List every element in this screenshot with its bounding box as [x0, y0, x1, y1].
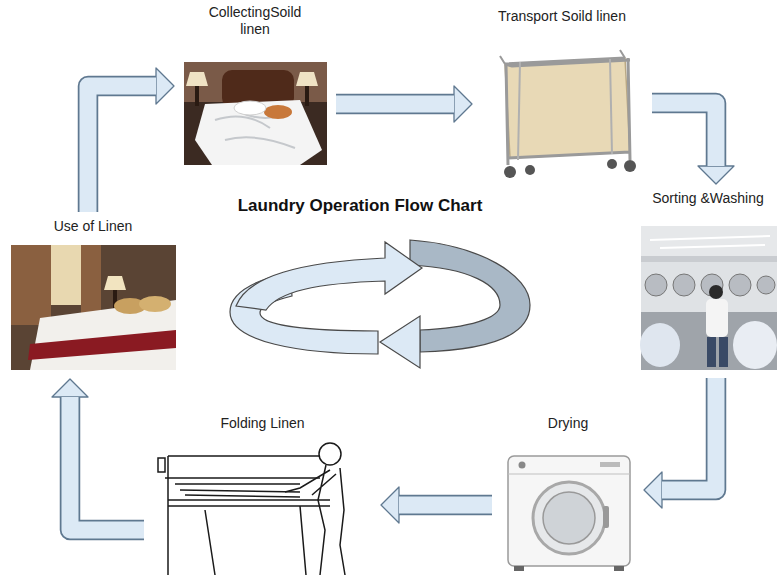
step-label: Use of Linen: [13, 218, 173, 235]
chart-title: Laundry Operation Flow Chart: [190, 195, 530, 216]
process-step: Drying: [498, 415, 638, 573]
arrow-body: [70, 397, 144, 530]
cycle-band: [410, 240, 530, 352]
arrow-body: [336, 96, 454, 113]
process-step: CollectingSoild linen: [180, 4, 330, 166]
arrow-outline: [70, 397, 144, 530]
step-label: Transport Soild linen: [482, 8, 642, 25]
arrow-body: [88, 86, 156, 212]
step-label: Drying: [503, 415, 633, 432]
block-arrow: [88, 68, 174, 212]
block-arrow: [652, 103, 734, 184]
arrow-body: [662, 378, 716, 490]
bed-picture: [184, 62, 327, 165]
arrow-outline: [399, 495, 492, 516]
cycle-head: [236, 242, 422, 310]
process-step: Sorting &Washing: [634, 190, 781, 372]
process-step: Folding Linen: [150, 415, 375, 577]
process-step: Transport Soild linen: [478, 8, 646, 183]
laundry-room-picture: [640, 226, 777, 370]
folding-picture: [158, 443, 345, 575]
arrow-head: [698, 166, 734, 184]
step-label: Sorting &Washing: [638, 190, 778, 207]
arrow-outline: [88, 86, 156, 212]
arrow-head: [381, 487, 399, 523]
block-arrow: [381, 487, 492, 523]
arrow-head: [156, 68, 174, 104]
step-label: Folding Linen: [163, 415, 363, 432]
arrow-outline: [336, 94, 454, 115]
step-label: CollectingSoild linen: [198, 4, 313, 38]
arrow-head: [454, 86, 472, 122]
arrow-head: [644, 472, 662, 508]
block-arrow: [52, 379, 144, 530]
arrow-head: [52, 379, 88, 397]
block-arrow: [336, 86, 472, 122]
cycle-arrows: [230, 240, 530, 368]
arrow-body: [652, 103, 716, 166]
room-picture: [11, 245, 176, 370]
arrow-outline: [662, 378, 716, 490]
arrow-body: [399, 497, 492, 514]
process-step: Use of Linen: [8, 218, 178, 373]
block-arrow: [644, 378, 716, 508]
cart-picture: [500, 50, 636, 178]
dryer-picture: [508, 456, 630, 571]
arrow-outline: [652, 103, 716, 166]
cycle-head: [380, 316, 420, 368]
